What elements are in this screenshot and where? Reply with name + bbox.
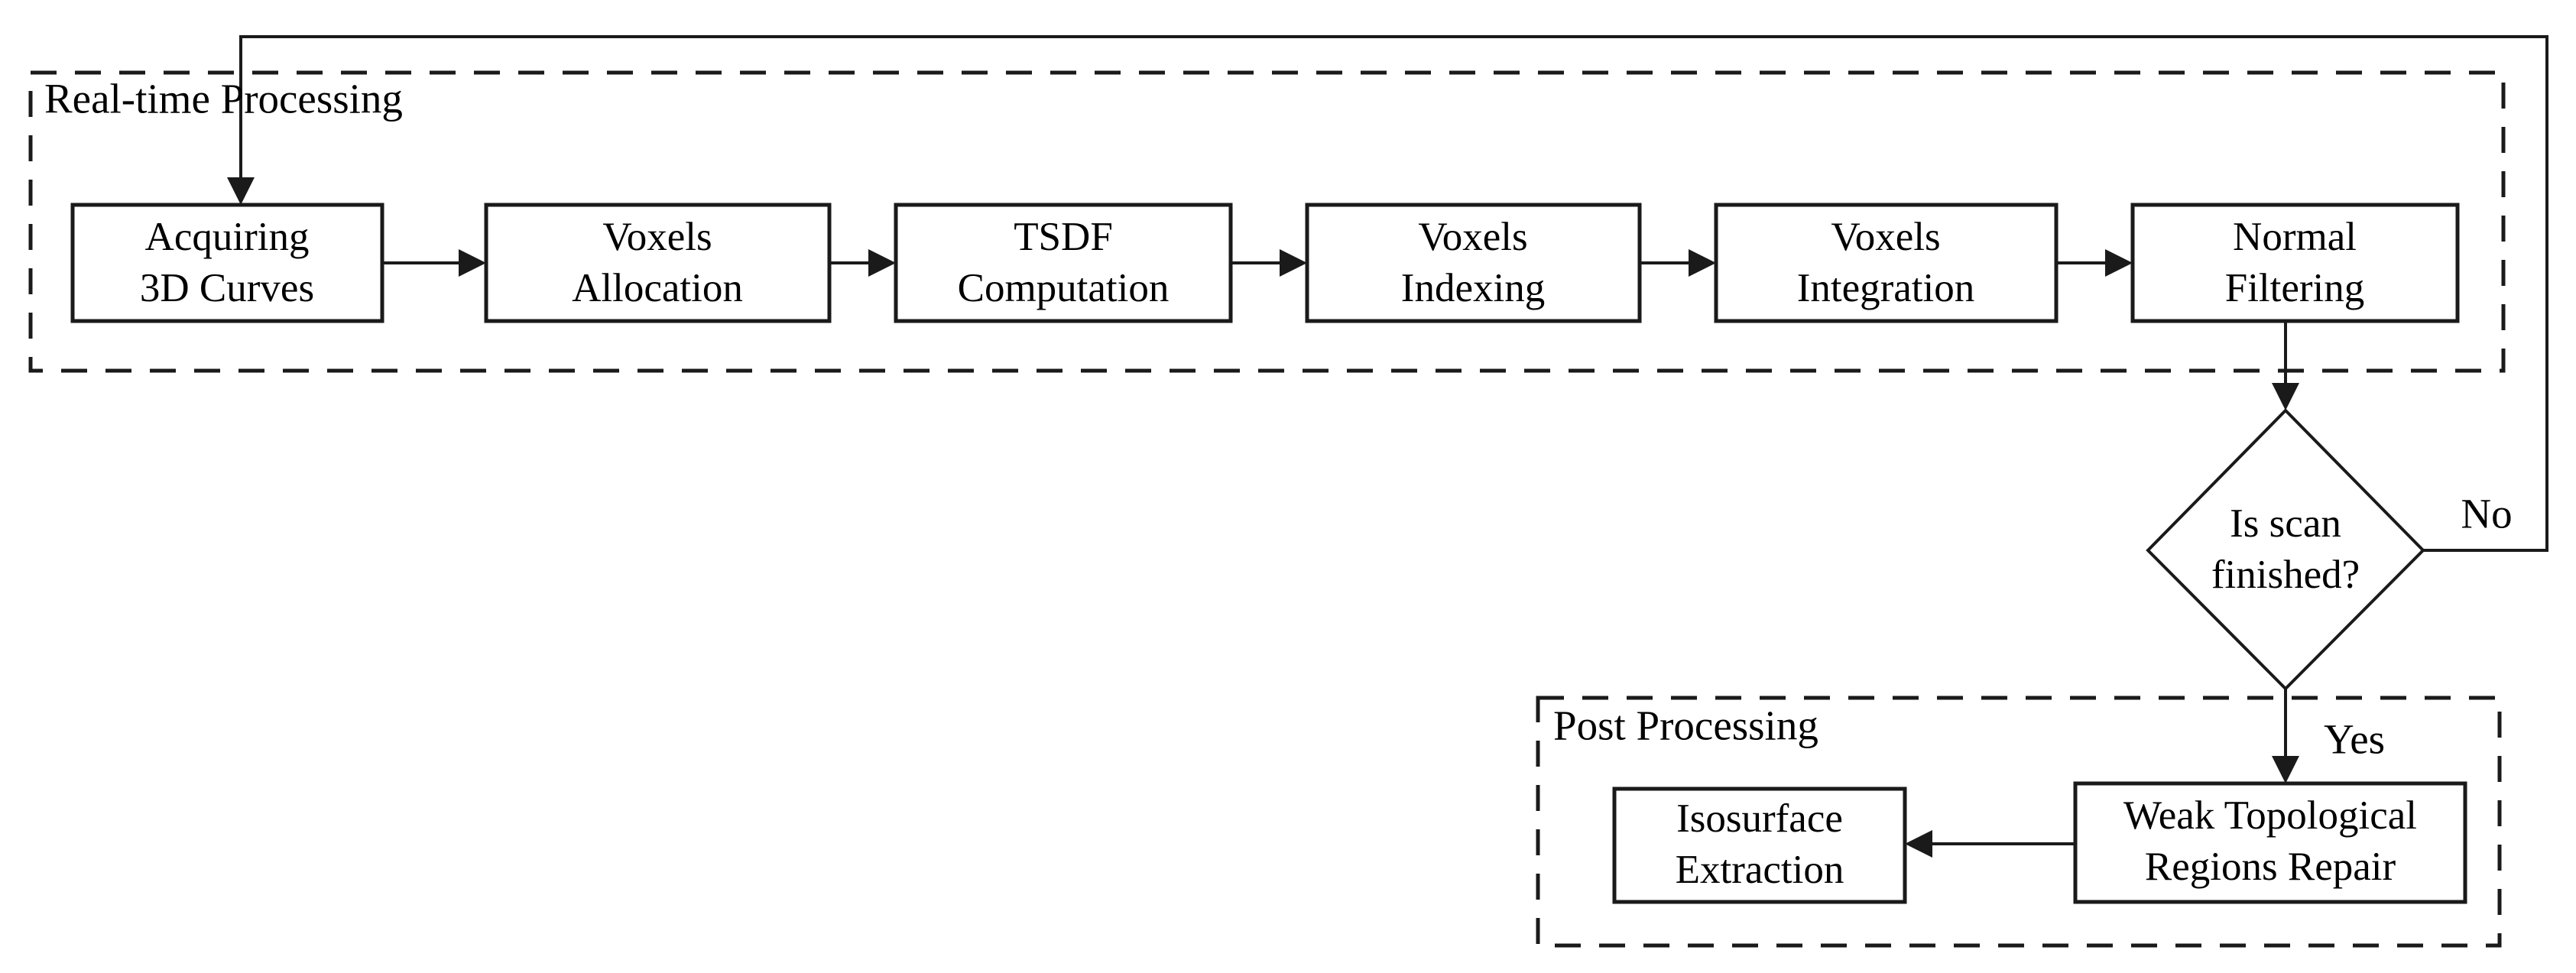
- node-label-voxels-integration-line1: Voxels: [1831, 215, 1940, 259]
- node-voxels-indexing[interactable]: [1305, 203, 1642, 323]
- node-label-tsdf-line1: TSDF: [1014, 215, 1113, 259]
- group-post-processing: [1536, 696, 2502, 948]
- node-tsdf-computation[interactable]: [894, 203, 1233, 323]
- node-weak-topological-regions-repair[interactable]: [2073, 781, 2467, 904]
- node-label-repair-line2: Regions Repair: [2145, 845, 2396, 889]
- node-label-decision-line1: Is scan: [2230, 501, 2341, 546]
- node-label-voxels-indexing-line2: Indexing: [1401, 266, 1545, 310]
- node-isosurface-extraction[interactable]: [1612, 787, 1907, 904]
- node-label-voxels-indexing-line1: Voxels: [1418, 215, 1527, 259]
- node-label-repair-line1: Weak Topological: [2123, 793, 2417, 838]
- node-label-voxels-integration-line2: Integration: [1797, 266, 1975, 310]
- group-realtime-processing: [28, 70, 2506, 373]
- group-label-realtime-processing: Real-time Processing: [44, 76, 403, 122]
- node-label-voxels-allocation-line2: Allocation: [572, 266, 743, 310]
- node-is-scan-finished[interactable]: [2146, 408, 2425, 691]
- edge-label-yes: Yes: [2324, 716, 2385, 763]
- node-label-acquiring-line2: 3D Curves: [140, 266, 314, 310]
- group-label-post-processing: Post Processing: [1553, 702, 1818, 749]
- node-label-normal-filtering-line1: Normal: [2233, 215, 2357, 259]
- node-label-isosurface-line2: Extraction: [1676, 848, 1844, 892]
- node-normal-filtering[interactable]: [2130, 203, 2460, 323]
- node-label-decision-line2: finished?: [2211, 553, 2360, 597]
- edge-label-no: No: [2461, 491, 2512, 537]
- node-label-tsdf-line2: Computation: [958, 266, 1170, 310]
- node-label-voxels-allocation-line1: Voxels: [602, 215, 712, 259]
- edge-feedback-no: [227, 35, 2548, 552]
- node-label-isosurface-line1: Isosurface: [1676, 796, 1843, 841]
- node-label-acquiring-line1: Acquiring: [145, 215, 310, 259]
- node-acquiring-3d-curves[interactable]: [70, 203, 384, 323]
- node-label-normal-filtering-line2: Filtering: [2225, 266, 2365, 310]
